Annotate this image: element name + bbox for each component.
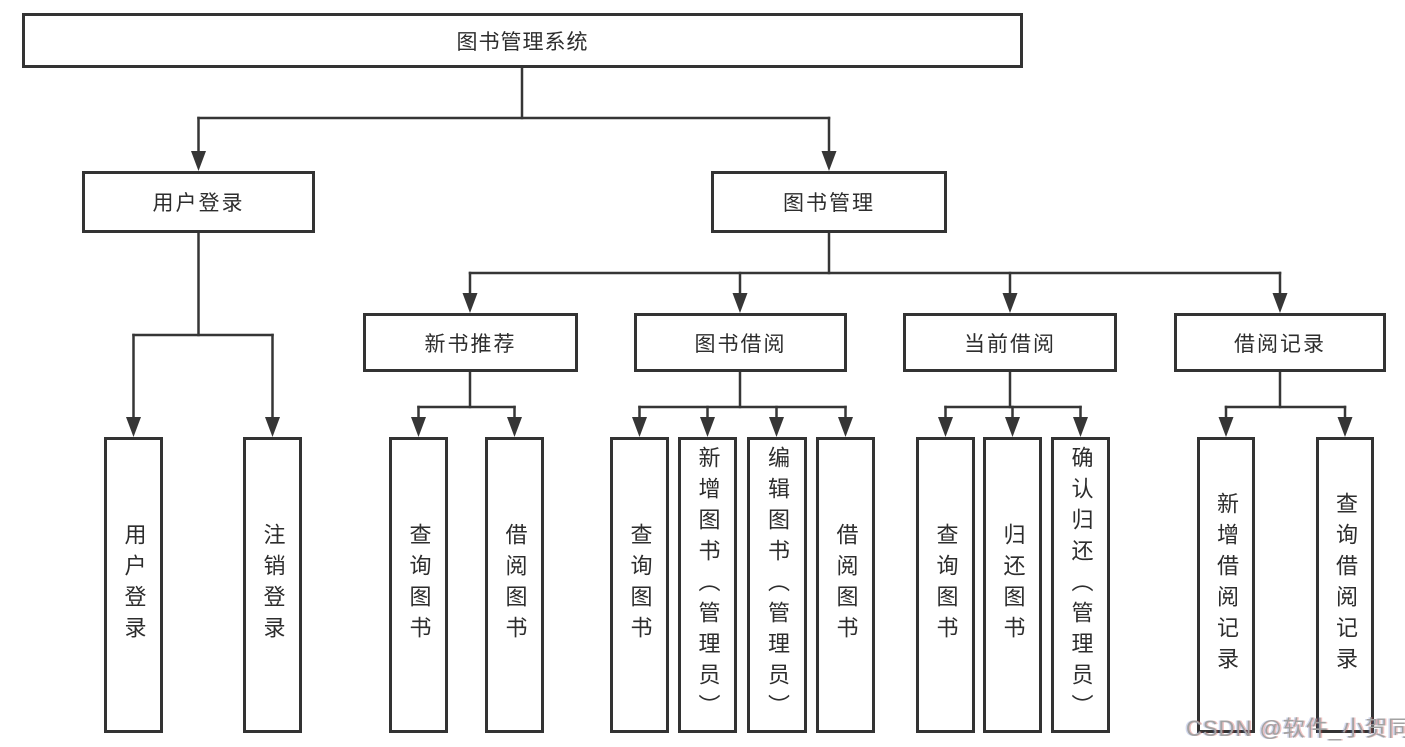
- node-label: 新增借阅记录: [1214, 492, 1239, 678]
- node-label: 注销登录: [260, 523, 286, 647]
- node-label: 新书推荐: [424, 332, 517, 356]
- connector-borrowing-records-to-leaves: [1218, 370, 1353, 437]
- node-book-management: 图书管理: [711, 171, 947, 233]
- connector-current-borrowing-to-leaves: [938, 370, 1088, 437]
- leaf-edit-books-admin: 编辑图书（管理员）: [747, 437, 807, 733]
- node-label: 归还图书: [1000, 523, 1026, 647]
- connector-root-to-level2: [191, 65, 837, 171]
- leaf-query-borrow-record: 查询借阅记录: [1316, 437, 1374, 733]
- leaf-logout: 注销登录: [243, 437, 302, 733]
- node-current-borrowing: 当前借阅: [903, 313, 1117, 372]
- node-label: 当前借阅: [964, 332, 1056, 356]
- node-label: 查询图书: [406, 523, 432, 647]
- node-label: 查询图书: [933, 523, 959, 647]
- csdn-watermark: CSDN @软件_小贺同学: [1186, 716, 1405, 741]
- leaf-confirm-return-admin: 确认归还（管理员）: [1051, 437, 1110, 733]
- node-label: 图书管理系统: [456, 30, 589, 54]
- node-label: 借阅图书: [502, 523, 528, 647]
- leaf-query-books-current: 查询图书: [916, 437, 975, 733]
- leaf-borrow-books: 借阅图书: [816, 437, 875, 733]
- node-label: 查询图书: [627, 523, 653, 647]
- leaf-add-books-admin: 新增图书（管理员）: [678, 437, 737, 733]
- node-label: 用户登录: [121, 523, 147, 647]
- leaf-borrow-books-recommend: 借阅图书: [485, 437, 544, 733]
- connector-book-management-to-level3: [462, 231, 1288, 313]
- connector-book-borrowing-to-leaves: [632, 370, 853, 437]
- node-borrowing-records: 借阅记录: [1174, 313, 1386, 372]
- leaf-add-borrow-record: 新增借阅记录: [1197, 437, 1255, 733]
- connector-user-login-to-leaves: [126, 231, 280, 437]
- leaf-query-books-recommend: 查询图书: [389, 437, 448, 733]
- leaf-return-books: 归还图书: [983, 437, 1042, 733]
- leaf-query-books-borrowing: 查询图书: [610, 437, 669, 733]
- node-user-login: 用户登录: [82, 171, 315, 233]
- node-label: 图书借阅: [694, 332, 787, 356]
- node-new-book-recommend: 新书推荐: [363, 313, 578, 372]
- connector-new-book-recommend-to-leaves: [411, 370, 522, 437]
- node-label: 编辑图书（管理员）: [765, 445, 790, 725]
- leaf-user-login: 用户登录: [104, 437, 163, 733]
- node-label: 借阅图书: [833, 523, 859, 647]
- node-library-management-system: 图书管理系统: [22, 13, 1023, 68]
- node-label: 借阅记录: [1234, 332, 1326, 356]
- node-book-borrowing: 图书借阅: [634, 313, 847, 372]
- node-label: 图书管理: [783, 192, 875, 215]
- node-label: 查询借阅记录: [1333, 492, 1358, 678]
- node-label: 确认归还（管理员）: [1068, 445, 1094, 725]
- node-label: 用户登录: [152, 192, 245, 215]
- node-label: 新增图书（管理员）: [695, 445, 721, 725]
